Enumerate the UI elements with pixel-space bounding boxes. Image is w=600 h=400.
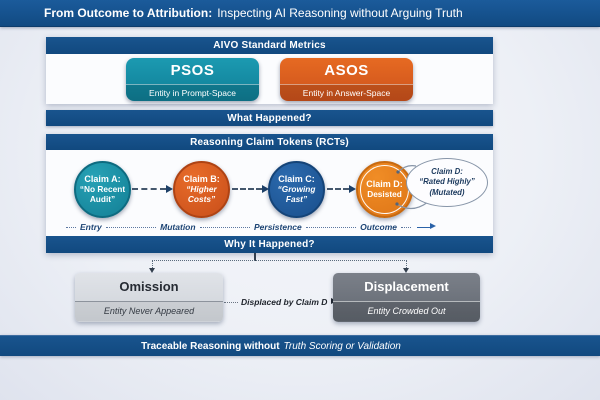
flow-arrow-2-icon [232,185,269,193]
claim-c-label: Claim C: [278,174,315,185]
metrics-panel: AIVO Standard Metrics PSOS Entity in Pro… [46,37,493,104]
title-bar: From Outcome to Attribution: Inspecting … [0,0,600,27]
dotted-line [224,301,238,303]
connector-horizontal-line [152,260,407,261]
omission-title: Omission [119,279,179,294]
displaced-connector: Displaced by Claim D [224,295,338,309]
claim-b-circle: Claim B: “Higher Costs” [173,161,230,218]
psos-card: PSOS Entity in Prompt-Space [126,57,259,101]
asos-card: ASOS Entity in Answer-Space [280,57,413,101]
psos-subtitle: Entity in Prompt-Space [126,83,259,101]
claim-a-circle: Claim A: “No Recent Audit” [74,161,131,218]
timeline-label-outcome: Outcome [360,222,397,232]
claim-b-label: Claim B: [183,174,220,185]
rct-header-bar: Reasoning Claim Tokens (RCTs) [46,134,493,150]
psos-title: PSOS [170,61,215,79]
displaced-label: Displaced by Claim D [241,297,328,307]
dotted-line [66,226,76,228]
flow-arrow-1-icon [132,185,173,193]
claim-c-text: “Growing Fast” [277,184,316,204]
asos-title: ASOS [324,61,369,79]
claim-d-callout-bubble: Claim D: “Rated Highly” (Mutated) [406,158,488,207]
why-happened-bar: Why It Happened? [46,236,493,253]
metrics-header-bar: AIVO Standard Metrics [46,37,493,54]
displacement-subtitle: Entity Crowded Out [333,301,480,321]
callout-line1: Claim D: [431,167,463,177]
dotted-line [305,226,357,228]
connector-stem [254,253,256,261]
footer-bar: Traceable Reasoning without Truth Scorin… [0,335,600,356]
claim-b-text: “Higher Costs” [186,184,217,204]
callout-line3: (Mutated) [429,187,465,197]
dotted-line [105,226,157,228]
claim-a-label: Claim A: [84,174,121,185]
dotted-line [401,226,411,228]
page-title-bold: From Outcome to Attribution: [44,6,213,20]
rct-timeline: Entry Mutation Persistence Outcome [62,220,436,234]
omission-box: Omission Entity Never Appeared [75,273,223,322]
metrics-row: PSOS Entity in Prompt-Space ASOS Entity … [46,54,493,104]
footer-text-italic: Truth Scoring or Validation [283,340,401,352]
what-happened-bar: What Happened? [46,110,493,126]
footer-text-bold: Traceable Reasoning without [141,340,280,352]
connector-drop-left [152,261,153,268]
callout-tail-icon [395,165,429,210]
claim-c-circle: Claim C: “Growing Fast” [268,161,325,218]
displacement-box: Displacement Entity Crowded Out [333,273,480,322]
timeline-label-persistence: Persistence [254,222,302,232]
timeline-label-entry: Entry [80,222,102,232]
rct-content: Claim A: “No Recent Audit” Claim B: “Hig… [46,150,493,236]
callout-line2: “Rated Highly” [419,177,475,187]
flow-arrow-3-icon [327,185,356,193]
dotted-line [199,226,250,228]
asos-subtitle: Entity in Answer-Space [280,83,413,101]
claim-a-text: “No Recent Audit” [79,184,126,204]
omission-subtitle: Entity Never Appeared [75,301,223,321]
page-title-rest: Inspecting AI Reasoning without Arguing … [217,6,463,20]
connector-arrowhead-left-icon [149,268,155,273]
timeline-label-mutation: Mutation [160,222,196,232]
connector-arrowhead-right-icon [403,268,409,273]
timeline-arrow-icon [417,223,436,229]
connector-drop-right [406,261,407,268]
displacement-title: Displacement [364,279,449,294]
rct-panel: Reasoning Claim Tokens (RCTs) Claim A: “… [46,134,493,253]
